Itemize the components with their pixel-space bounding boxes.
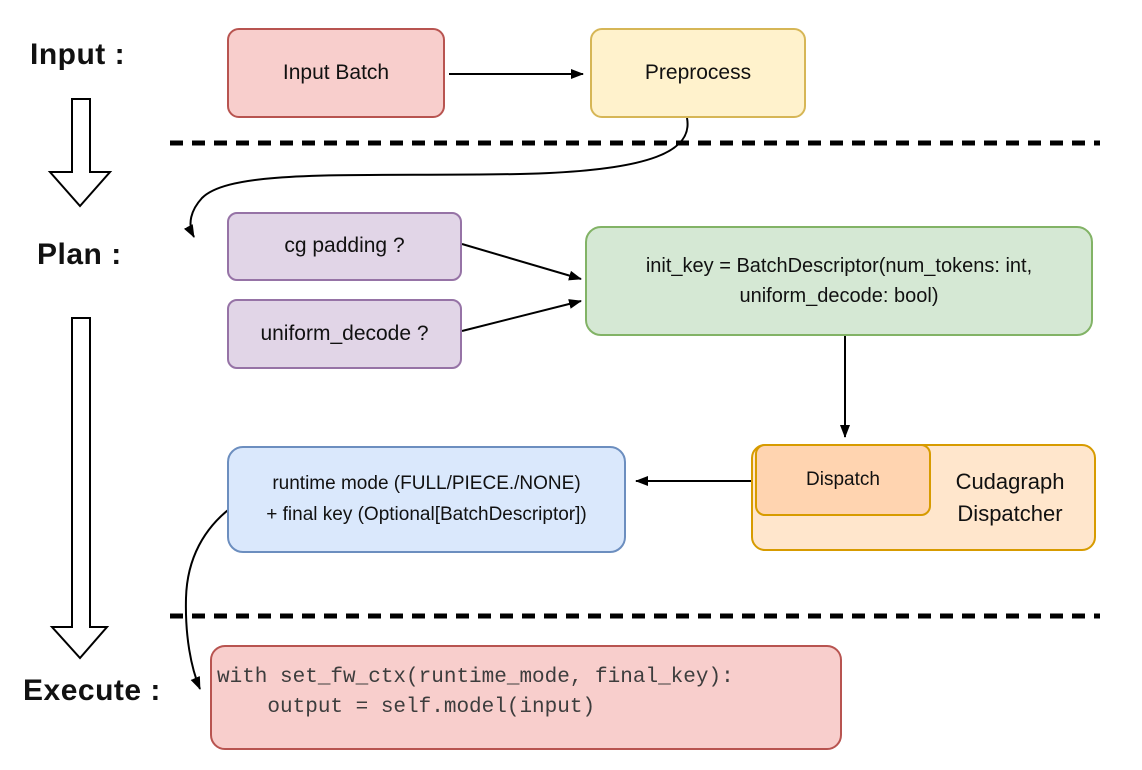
node-cg-padding: cg padding ? [227,212,462,281]
cudagraph-dispatcher-label: Cudagraph Dispatcher [955,468,1065,526]
down-arrow-input-icon [47,98,113,208]
node-input-batch: Input Batch [227,28,445,118]
down-arrow-plan-icon [49,317,110,660]
arrow-preprocess-to-cg-padding [183,117,689,238]
node-runtime-mode: runtime mode (FULL/PIECE./NONE) + final … [227,446,626,553]
node-init-key: init_key = BatchDescriptor(num_tokens: i… [585,226,1093,336]
node-dispatch: Dispatch [755,444,931,516]
arrow-runtime-mode-to-execute-code [184,503,237,690]
node-execute-code: with set_fw_ctx(runtime_mode, final_key)… [210,645,842,750]
node-uniform-decode: uniform_decode ? [227,299,462,369]
node-preprocess: Preprocess [590,28,806,118]
section-label-execute: Execute : [23,674,161,707]
arrow-uniform-decode-to-init-key [461,299,582,332]
section-label-input: Input : [30,38,126,71]
section-label-plan: Plan : [37,238,122,271]
arrow-cg-padding-to-init-key [461,243,582,281]
